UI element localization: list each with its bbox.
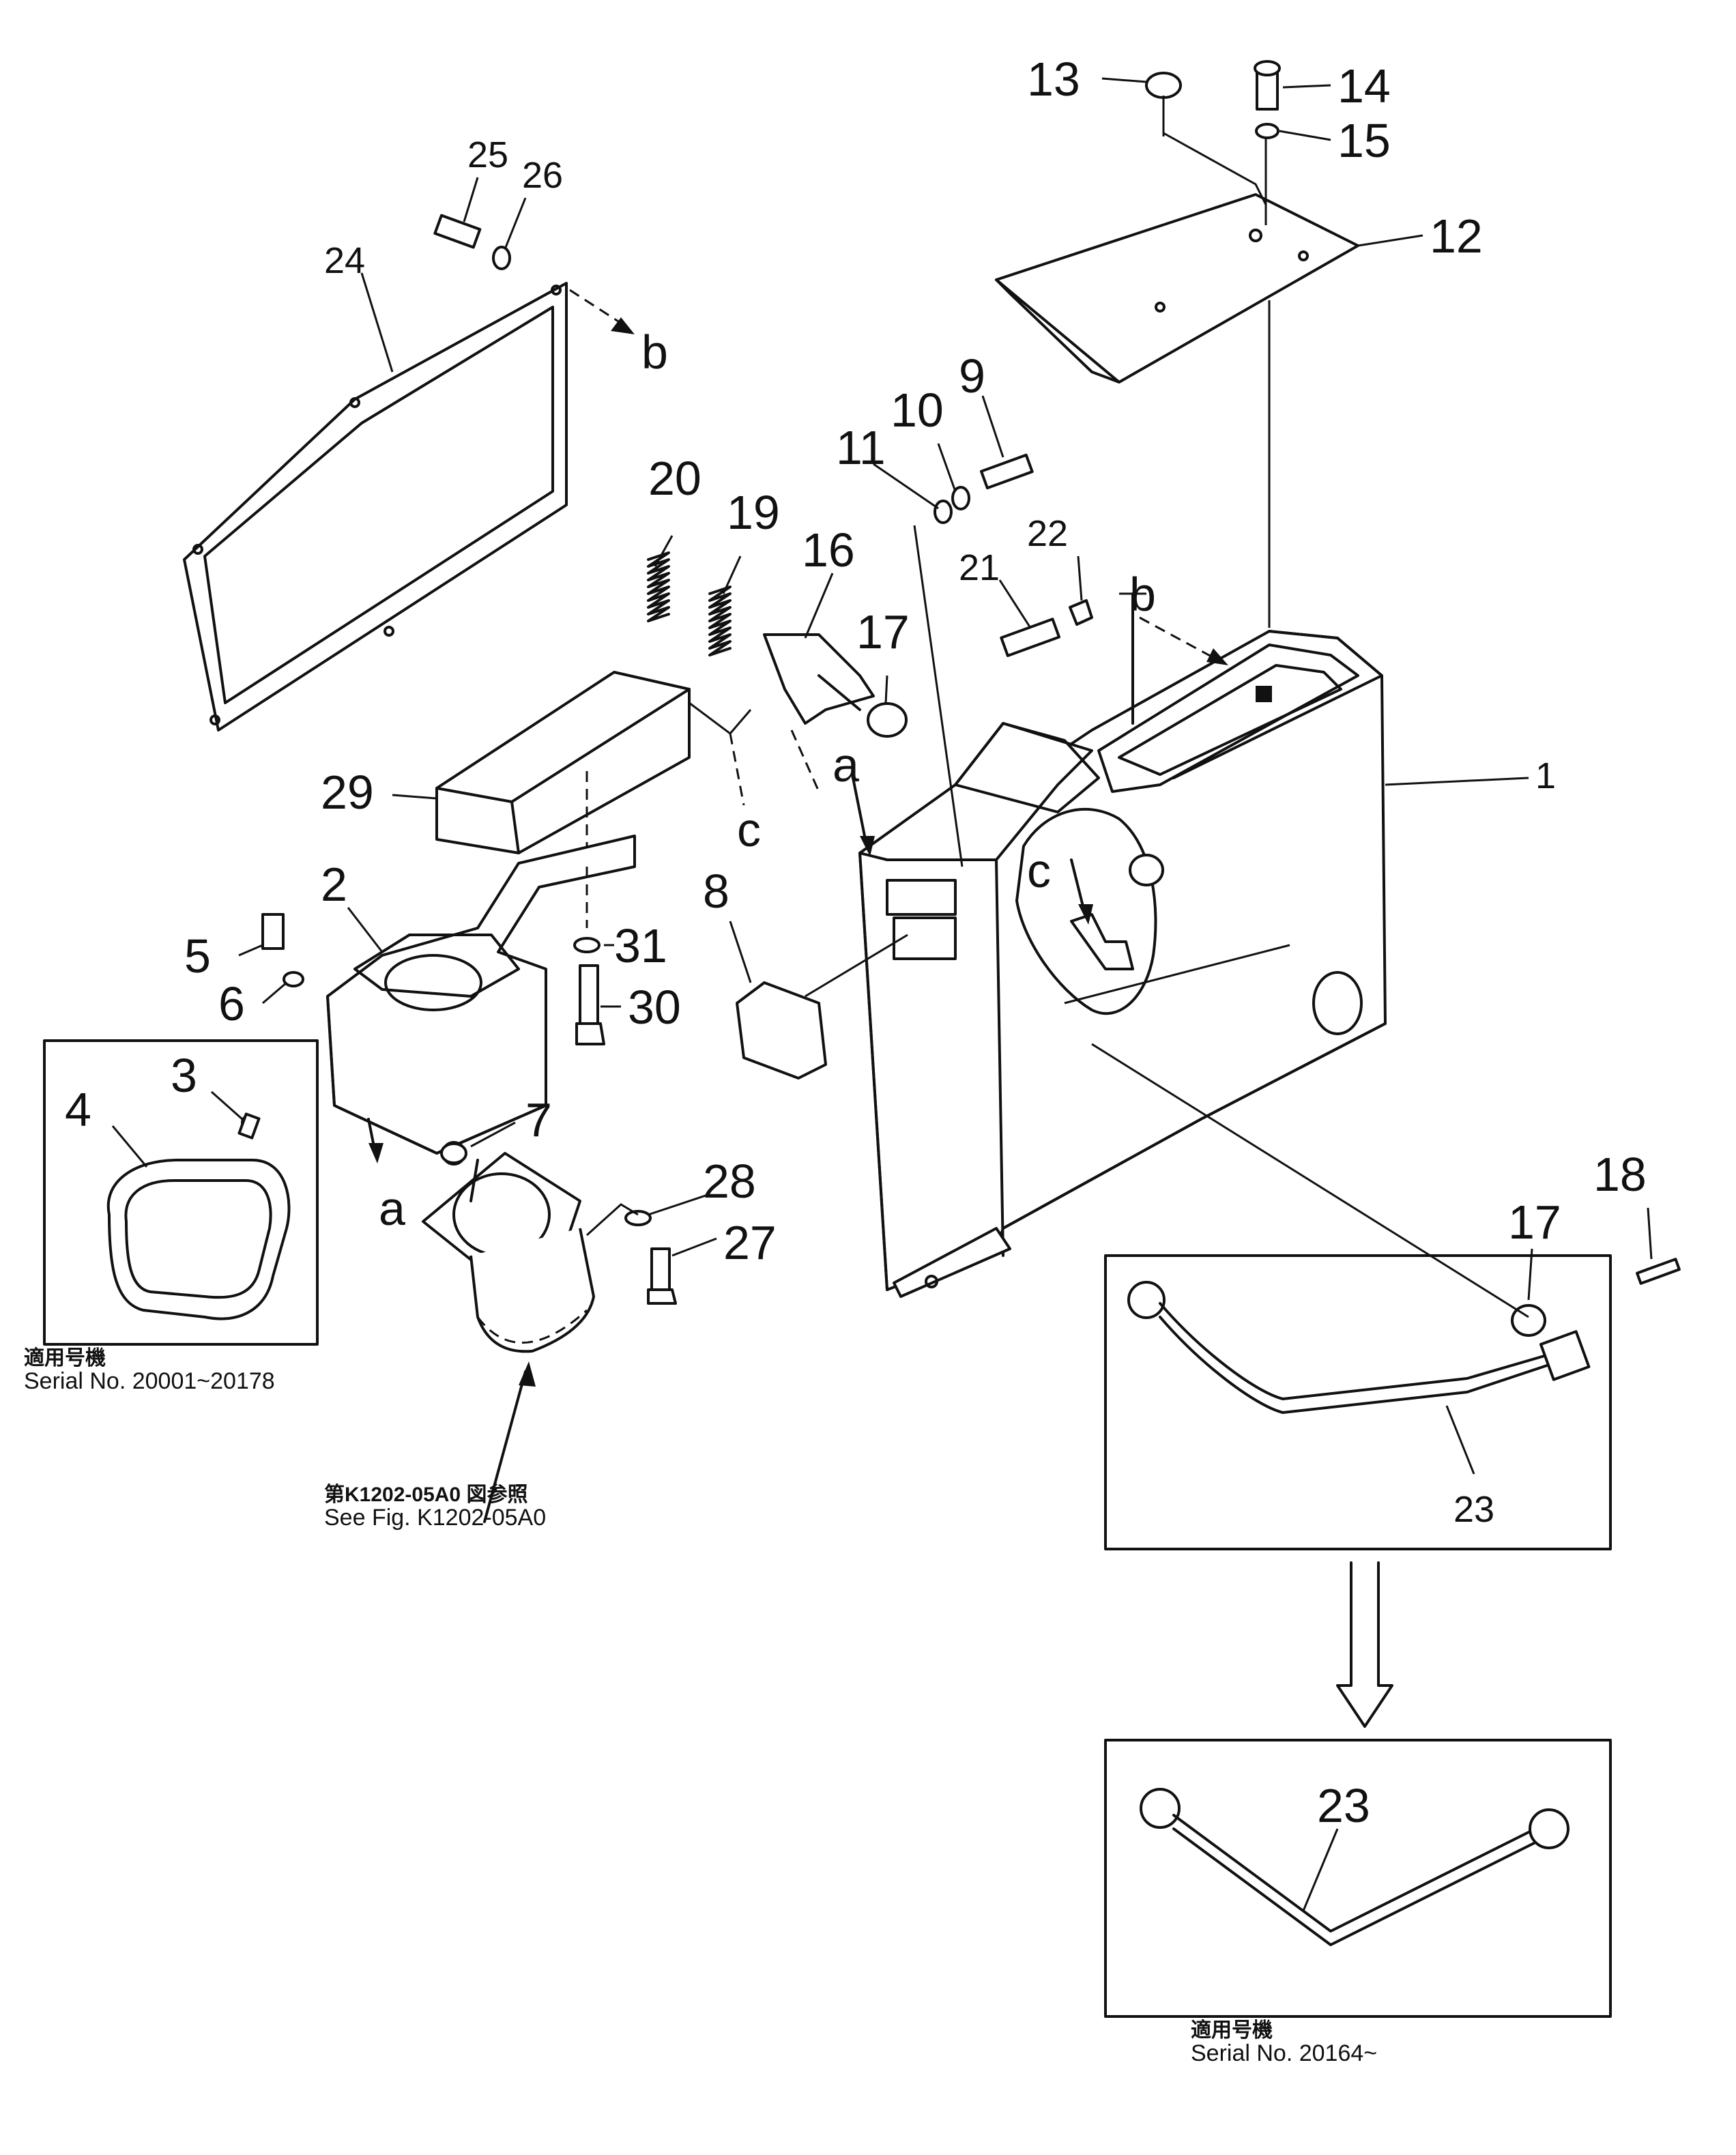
connector-b-left: b [641, 326, 668, 379]
connector-arrows [367, 289, 1529, 1523]
connector-a-upper: a [833, 738, 859, 792]
serial-note-left: Serial No. 20001~20178 [24, 1368, 275, 1394]
cover-plate [995, 133, 1359, 628]
connector-b-right: b [1129, 568, 1156, 621]
label-9: 9 [959, 349, 985, 403]
label-1: 1 [1535, 755, 1556, 796]
connector-c-left: c [737, 803, 761, 856]
label-27: 27 [723, 1216, 777, 1269]
small-parts [237, 60, 1681, 1337]
mount-bracket [326, 835, 636, 1155]
reference-note: See Fig. K1202-05A0 [324, 1505, 546, 1531]
connector-a-lower: a [379, 1182, 405, 1235]
connector-c-right: c [1027, 844, 1051, 897]
label-16: 16 [802, 523, 855, 577]
reference-note-jp: 第K1202-05A0 図参照 [324, 1483, 527, 1506]
label-29: 29 [321, 766, 374, 819]
label-18: 18 [1593, 1148, 1647, 1201]
leader-lines [111, 77, 1653, 1911]
label-17b: 17 [1508, 1196, 1561, 1249]
serial-note-right-jp: 適用号機 [1191, 2019, 1273, 2042]
label-2: 2 [321, 858, 347, 911]
inset-serial-20001 [43, 1039, 319, 1346]
control-valve [422, 1141, 595, 1353]
label-26: 26 [522, 155, 563, 196]
label-7: 7 [525, 1093, 552, 1146]
label-22: 22 [1027, 513, 1068, 554]
lever-box-lower [1104, 1561, 1612, 2018]
label-30: 30 [628, 981, 681, 1034]
label-3: 3 [171, 1049, 197, 1102]
label-5: 5 [184, 929, 211, 983]
label-20: 20 [648, 452, 701, 505]
console-box [858, 630, 1387, 1298]
notes: 適用号機 Serial No. 20001~20178 第K1202-05A0 … [24, 1346, 1377, 2066]
label-10: 10 [891, 384, 944, 437]
serial-note-left-jp: 適用号機 [24, 1346, 106, 1370]
label-24: 24 [324, 240, 365, 281]
label-13: 13 [1027, 53, 1080, 106]
label-21: 21 [959, 547, 1000, 588]
label-6: 6 [218, 977, 245, 1030]
label-15: 15 [1337, 114, 1391, 167]
label-4: 4 [65, 1083, 91, 1136]
serial-note-right: Serial No. 20164~ [1191, 2040, 1377, 2066]
label-11: 11 [836, 421, 886, 474]
lever-box-upper [1104, 1254, 1612, 1550]
label-12: 12 [1430, 209, 1483, 263]
label-25: 25 [467, 134, 508, 175]
label-31: 31 [614, 919, 667, 972]
label-14: 14 [1337, 59, 1391, 113]
part-labels: 1 2 3 4 5 6 7 8 9 10 11 12 13 14 15 16 1… [65, 53, 1647, 1832]
window-frame [183, 282, 568, 732]
label-17a: 17 [856, 605, 910, 659]
armrest-pad [435, 671, 691, 854]
label-8: 8 [703, 865, 729, 918]
label-23b: 23 [1317, 1779, 1370, 1832]
label-28: 28 [703, 1155, 756, 1208]
label-19: 19 [727, 486, 780, 539]
label-23a: 23 [1453, 1489, 1494, 1530]
